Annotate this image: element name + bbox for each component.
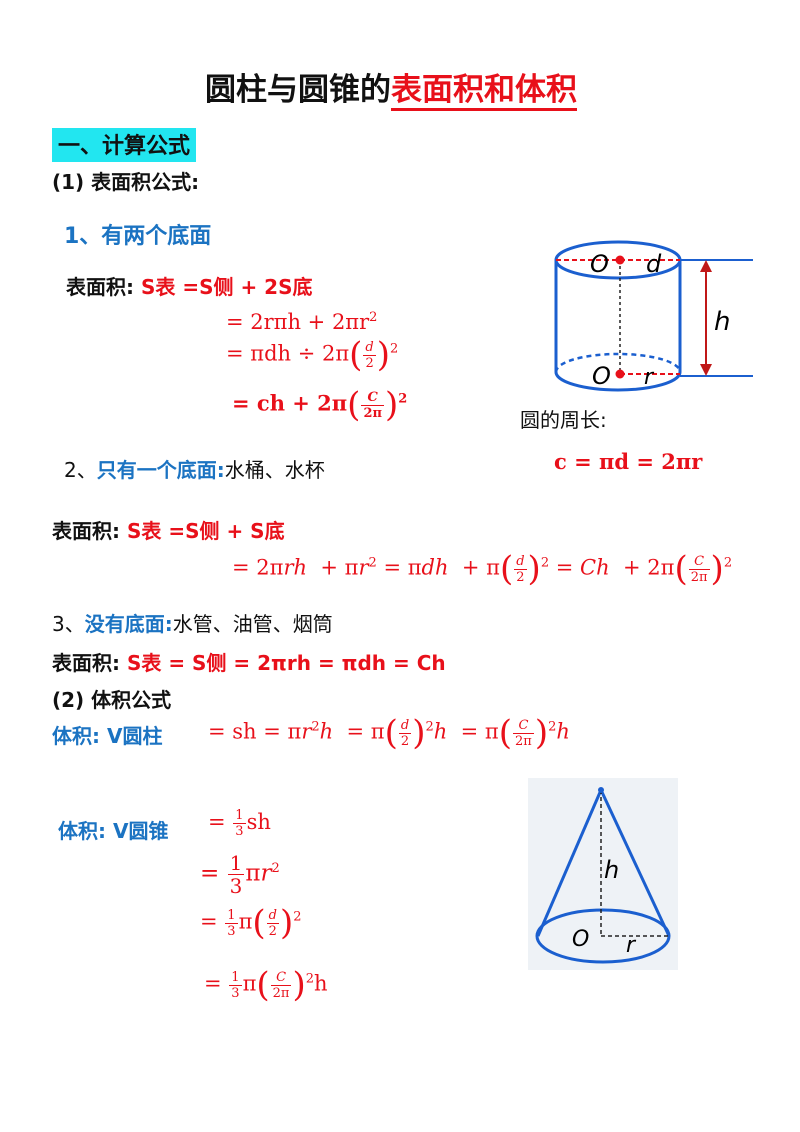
case3-formula-row: 表面积: S表 = S侧 = 2πrh = πdh = Ch: [52, 647, 446, 676]
case2-formula-head: S表 =S侧 + S底: [126, 519, 285, 543]
cylinder-volume-label: 体积: V圆柱: [52, 724, 163, 748]
case3-heading: 没有底面:: [84, 612, 173, 636]
case2-num: 2、: [64, 458, 97, 482]
volume-subheading: (2) 体积公式: [52, 688, 172, 712]
title-highlight: 表面积和体积: [391, 72, 577, 111]
case3-row: 3、没有底面:水管、油管、烟筒: [52, 608, 333, 637]
cyl-h-label: h: [714, 307, 730, 337]
surface-area-subheading: (1) 表面积公式:: [52, 170, 200, 194]
case2-heading: 只有一个底面:: [96, 458, 225, 482]
case1-line1: = 2rπh + 2πr2: [226, 310, 378, 334]
case1-formula-head: S表 =S侧 + 2S底: [140, 275, 313, 299]
cyl-top-o-label: O: [590, 250, 609, 278]
cyl-bottom-o-label: O: [592, 362, 611, 390]
case1-heading: 1、有两个底面: [64, 224, 212, 249]
cone-h-label: h: [604, 856, 619, 884]
case2-row: 2、只有一个底面:水桶、水杯: [64, 454, 325, 483]
cylinder-diagram: O d h O r: [554, 240, 753, 392]
page-title: 圆柱与圆锥的表面积和体积: [205, 64, 577, 111]
cylinder-volume-row: 体积: V圆柱: [52, 720, 162, 749]
cyl-d-label: d: [646, 250, 662, 278]
cone-o-label: O: [572, 927, 589, 952]
case3-num: 3、: [52, 612, 85, 636]
cone-diagram: h O r: [528, 778, 678, 970]
section-heading-formulas: 一、计算公式: [52, 128, 197, 162]
case2-formula-row: 表面积: S表 =S侧 + S底: [52, 515, 285, 544]
case2-label: 表面积:: [52, 519, 120, 543]
cyl-r-label: r: [644, 365, 655, 390]
cone-volume-row: 体积: V圆锥: [58, 815, 168, 844]
circumference-caption: 圆的周长:: [520, 408, 607, 432]
case3-label: 表面积:: [52, 651, 120, 675]
circumference-formula: c = πd = 2πr: [554, 449, 703, 474]
case1-label: 表面积:: [66, 275, 134, 299]
case2-examples: 水桶、水杯: [224, 458, 325, 482]
cone-r-label: r: [626, 933, 637, 958]
case1-formula-row: 表面积: S表 =S侧 + 2S底: [66, 271, 313, 300]
title-main: 圆柱与圆锥的: [205, 72, 391, 108]
case3-formula: S表 = S侧 = 2πrh = πdh = Ch: [126, 651, 446, 675]
cone-volume-label: 体积: V圆锥: [58, 819, 169, 843]
case3-examples: 水管、油管、烟筒: [172, 612, 333, 636]
